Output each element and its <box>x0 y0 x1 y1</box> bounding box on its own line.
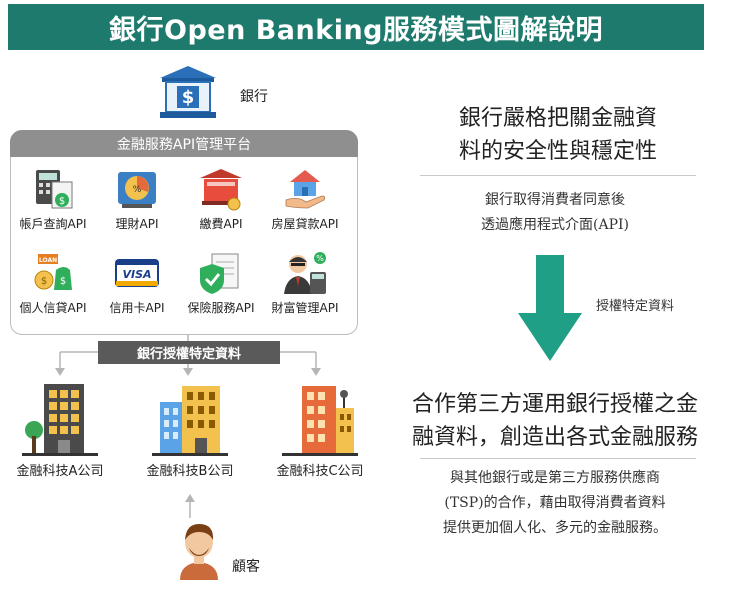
svg-text:VISA: VISA <box>122 268 151 281</box>
page-title: 銀行Open Banking服務模式圖解說明 <box>8 4 704 50</box>
divider <box>420 175 696 176</box>
api-personal-loan: LOAN $ $ 個人信貸API <box>10 250 96 316</box>
svg-text:$: $ <box>182 87 195 108</box>
svg-text:LOAN: LOAN <box>39 257 57 264</box>
down-arrow-icon <box>518 255 582 361</box>
svg-text:$: $ <box>41 276 47 287</box>
asset-management-icon: % <box>284 252 326 294</box>
company-label: 金融科技A公司 <box>16 464 104 479</box>
api-label: 保險服務API <box>187 301 255 315</box>
office-building-icon <box>22 384 98 456</box>
api-label: 信用卡API <box>109 301 165 315</box>
right-heading-2: 合作第三方運用銀行授權之金 融資料，創造出各式金融服務 <box>411 392 698 450</box>
customer-avatar-icon <box>180 524 218 580</box>
right-body-2: 與其他銀行或是第三方服務供應商 (TSP)的合作，藉由取得消費者資料 提供更加個… <box>443 470 667 536</box>
api-platform-header: 金融服務API管理平台 <box>10 130 358 157</box>
company-label: 金融科技B公司 <box>146 464 234 479</box>
company-c: 金融科技C公司 <box>260 380 380 479</box>
credit-card-icon: VISA <box>115 259 159 287</box>
api-label: 個人信貸API <box>19 301 87 315</box>
company-label: 金融科技C公司 <box>276 464 364 479</box>
customer-label: 顧客 <box>232 559 260 575</box>
wealth-management-icon: % <box>118 172 156 208</box>
bill-payment-icon <box>200 169 242 211</box>
account-inquiry-icon: $ <box>36 170 73 209</box>
office-building-icon <box>282 386 358 456</box>
svg-text:%: % <box>133 185 142 195</box>
company-a: 金融科技A公司 <box>0 380 120 479</box>
personal-loan-icon: LOAN $ $ <box>34 254 72 290</box>
office-building-icon <box>152 386 228 456</box>
api-platform-box <box>10 130 358 335</box>
api-credit-card: VISA 信用卡API <box>94 250 180 316</box>
api-label: 繳費API <box>199 217 243 231</box>
svg-text:$: $ <box>60 276 66 287</box>
api-mortgage: 房屋貸款API <box>262 166 348 232</box>
mortgage-icon <box>285 170 326 209</box>
right-heading-1: 銀行嚴格把關金融資 料的安全性與穩定性 <box>458 106 657 164</box>
right-body-1: 銀行取得消費者同意後 透過應用程式介面(API) <box>481 192 629 233</box>
api-label: 理財API <box>115 217 159 231</box>
auth-data-bar: 銀行授權特定資料 <box>98 341 280 364</box>
insurance-icon <box>200 253 239 294</box>
bank-building-icon: $ <box>160 66 216 118</box>
company-b: 金融科技B公司 <box>130 380 250 479</box>
divider <box>420 458 696 459</box>
api-wealth-management: % 理財API <box>94 166 180 232</box>
api-insurance: 保險服務API <box>178 250 264 316</box>
api-account-inquiry: $ 帳戶查詢API <box>10 166 96 232</box>
api-bill-payment: 繳費API <box>178 166 264 232</box>
api-label: 房屋貸款API <box>271 217 339 231</box>
api-label: 帳戶查詢API <box>19 217 87 231</box>
bank-label: 銀行 <box>240 89 268 105</box>
api-label: 財富管理API <box>271 301 339 315</box>
arrow-label: 授權特定資料 <box>596 299 675 314</box>
api-asset-management: % 財富管理API <box>262 250 348 316</box>
svg-text:%: % <box>316 254 324 263</box>
svg-text:$: $ <box>59 196 65 207</box>
